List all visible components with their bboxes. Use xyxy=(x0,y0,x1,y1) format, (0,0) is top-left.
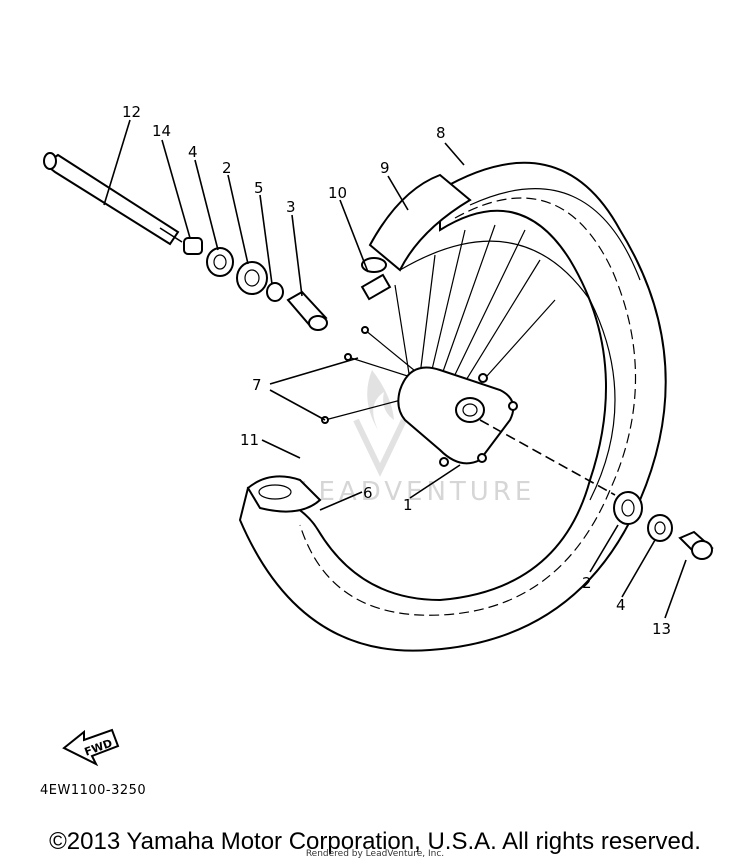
circlip xyxy=(266,282,284,302)
callout-2-left: 2 xyxy=(222,159,232,177)
callout-12: 12 xyxy=(122,103,141,121)
spokes xyxy=(321,224,556,424)
collar xyxy=(183,237,203,255)
callout-9: 9 xyxy=(380,159,390,177)
callout-8: 8 xyxy=(436,124,446,142)
callout-11: 11 xyxy=(240,431,259,449)
leader-lines xyxy=(103,119,687,619)
collar-right xyxy=(678,530,714,560)
callout-4-left: 4 xyxy=(188,143,198,161)
callout-5: 5 xyxy=(254,179,264,197)
callout-13: 13 xyxy=(652,620,671,638)
callout-7: 7 xyxy=(252,376,262,394)
oil-seal-right xyxy=(647,514,673,542)
axle-centerline xyxy=(479,419,616,496)
bearing-left xyxy=(236,261,268,295)
spacer xyxy=(286,290,328,331)
rendered-by-credit: Rendered by LeadVenture, Inc. xyxy=(305,849,445,859)
callout-4-right: 4 xyxy=(616,596,626,614)
callout-10: 10 xyxy=(328,184,347,202)
callout-2-right: 2 xyxy=(582,574,592,592)
callout-14: 14 xyxy=(152,122,171,140)
inner-tube xyxy=(246,475,322,513)
callout-3: 3 xyxy=(286,198,296,216)
front-axle xyxy=(43,152,183,246)
hub xyxy=(397,366,518,467)
callout-1: 1 xyxy=(403,496,413,514)
tube-valve xyxy=(360,257,392,301)
part-code: 4EW1100-3250 xyxy=(40,783,146,798)
rim xyxy=(368,173,616,501)
copyright-notice: ©2013 Yamaha Motor Corporation, U.S.A. A… xyxy=(49,828,701,855)
bearing-right xyxy=(613,491,643,525)
callout-6: 6 xyxy=(363,484,373,502)
oil-seal-left xyxy=(206,247,234,277)
forward-arrow: FWD xyxy=(62,728,120,767)
callout-labels: 12 14 4 2 5 3 10 9 8 7 11 6 1 2 4 13 xyxy=(122,103,671,638)
